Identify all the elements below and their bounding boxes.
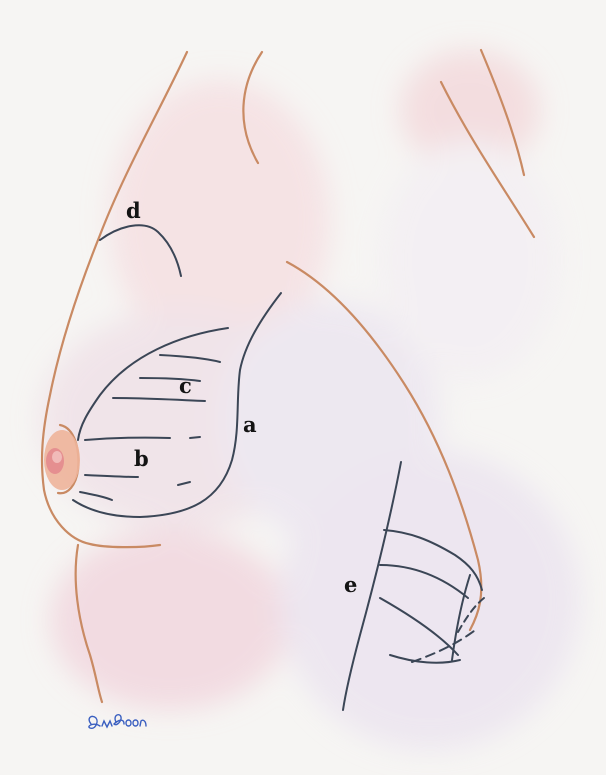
artist-signature [89,715,146,729]
label-a: a [243,414,257,435]
label-b: b [134,448,149,469]
nipple [44,430,80,490]
label-c: c [179,375,192,396]
label-d: d [126,200,141,221]
watercolor-wash [40,50,580,750]
line-b2 [190,437,200,438]
label-e: e [344,574,357,595]
